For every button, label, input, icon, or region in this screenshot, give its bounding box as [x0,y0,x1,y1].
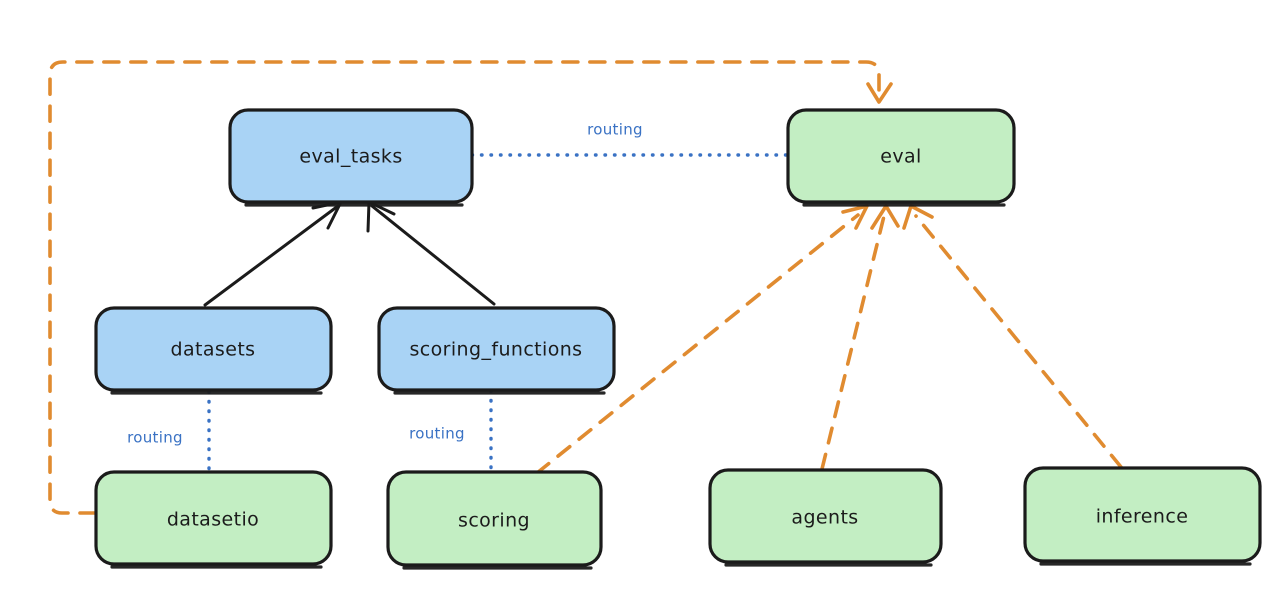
node-scoring-functions-label: scoring_functions [410,339,583,361]
node-eval-tasks-label: eval_tasks [299,146,402,168]
node-datasets-label: datasets [171,339,256,361]
node-scoring-label: scoring [458,510,530,532]
node-eval-tasks[interactable]: eval_tasks [228,108,474,207]
edge-label-routing-scoring-functions-scoring: routing [409,425,465,443]
node-scoring[interactable]: scoring [386,470,603,570]
node-inference[interactable]: inference [1023,466,1262,566]
node-scoring-functions[interactable]: scoring_functions [377,306,616,395]
node-datasets[interactable]: datasets [94,306,333,395]
edge-label-routing-datasets-datasetio: routing [127,429,183,447]
node-agents-label: agents [791,507,858,529]
node-eval-label: eval [880,146,921,168]
node-agents[interactable]: agents [708,468,943,567]
node-datasetio-label: datasetio [167,509,259,531]
edge-eval-datasetio [48,60,893,515]
node-inference-label: inference [1096,506,1189,528]
node-datasetio[interactable]: datasetio [94,470,333,569]
node-eval[interactable]: eval [786,108,1016,207]
edge-label-routing-eval-tasks-eval: routing [587,121,643,139]
